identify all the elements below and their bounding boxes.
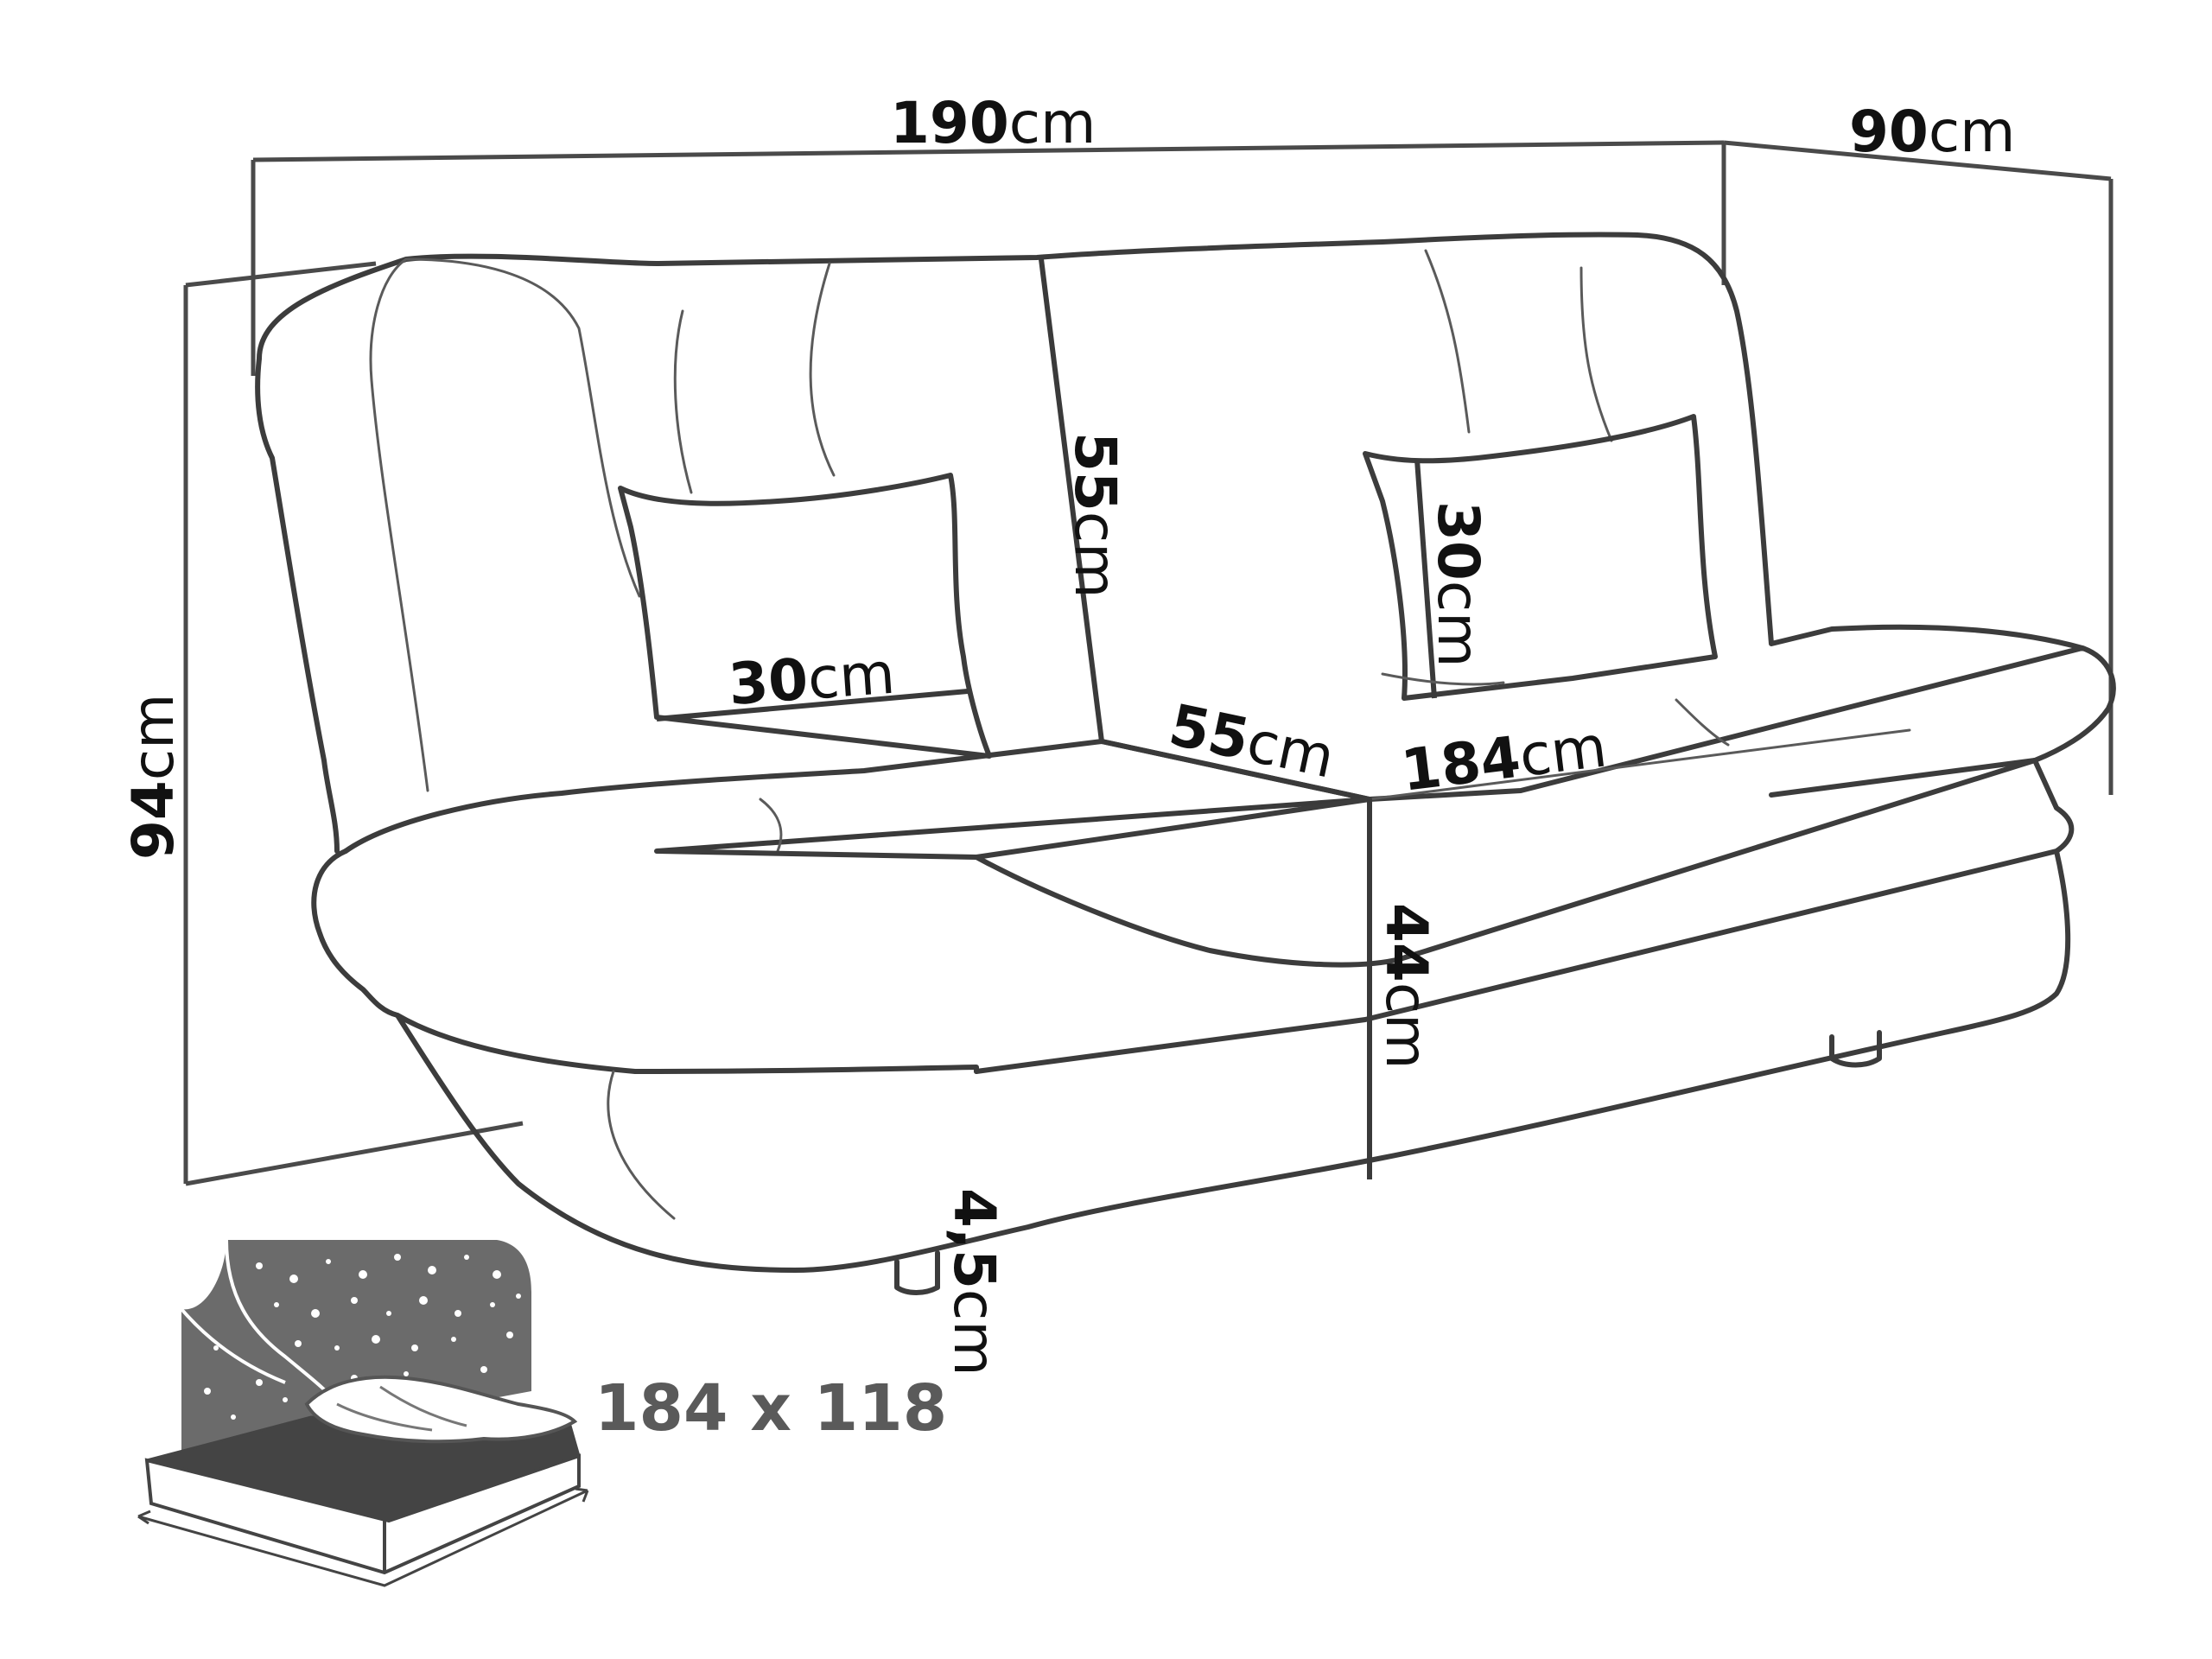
leg-height-label: 4,5cm: [941, 1188, 1007, 1376]
mattress-side: [144, 1453, 581, 1575]
sofa-seat: [343, 645, 2116, 854]
sleeping-area-icon: 184 x 118: [137, 1239, 947, 1587]
left-pillow: [618, 473, 992, 759]
sleeping-area-label: 184 x 118: [594, 1371, 947, 1446]
depth-dimension-line: [1723, 140, 2112, 181]
sofa-base: [395, 849, 2071, 1273]
pillow-width-line: [656, 689, 969, 721]
stars: [204, 1254, 521, 1420]
dimension-frame: [183, 140, 2113, 1186]
sofa-drawing: [255, 232, 2116, 1295]
seat-height-label: 44cm: [1373, 903, 1440, 1069]
width-label: 190cm: [890, 90, 1096, 156]
width-dimension-line: [252, 140, 1725, 162]
height-label: 94cm: [120, 694, 187, 860]
right-pillow: [1363, 414, 1718, 701]
backrest-height-line: [1039, 258, 1104, 742]
dimension-labels: 190cm 90cm 94cm 55cm 30cm 30cm 55cm 184c…: [120, 90, 2015, 1376]
night-sky-panel: [181, 1240, 531, 1469]
pillow-height-label: 30cm: [1425, 501, 1491, 667]
pillow-height-line: [1414, 459, 1437, 699]
seat-depth-line: [1101, 739, 1370, 802]
sofa-backrest: [257, 232, 2085, 651]
sofa-left-side: [255, 356, 340, 854]
bed-pillows: [304, 1375, 578, 1444]
backrest-height-label: 55cm: [1062, 432, 1128, 598]
sofa-leg-front: [894, 1250, 940, 1295]
sofa-front: [311, 849, 979, 1074]
sofa-leg-back: [1829, 1030, 1882, 1068]
pillow-width-label: 30cm: [727, 640, 897, 718]
depth-label: 90cm: [1849, 99, 2015, 165]
seat-width-label: 184cm: [1398, 713, 1611, 804]
